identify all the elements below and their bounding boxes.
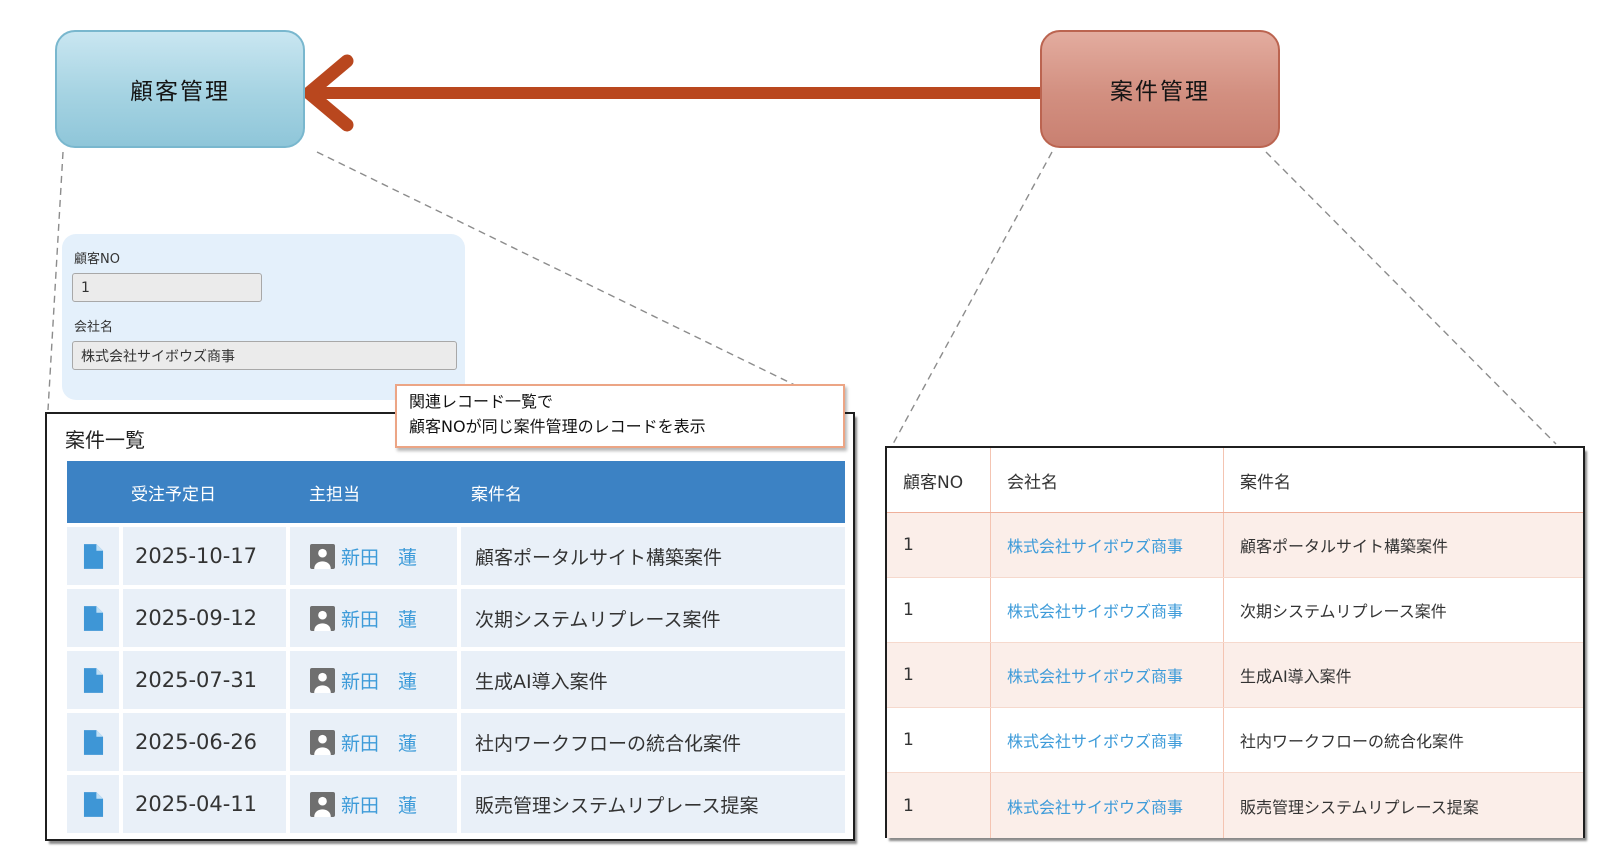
company-link[interactable]: 株式会社サイボウズ商事 [1007,667,1184,686]
assignee-column-header: 主担当 [309,484,360,505]
order-date-cell: 2025-04-11 [123,775,286,833]
case-name-column-header: 案件名 [1240,472,1291,493]
customer-record-form: 顧客NO 会社名 [62,234,465,400]
file-icon [83,667,103,693]
company-link[interactable]: 株式会社サイボウズ商事 [1007,537,1184,556]
connector-dashed-line [47,151,64,411]
open-record-button[interactable] [83,729,104,756]
user-icon [310,791,335,817]
customer-no-cell: 1 [887,773,991,838]
customer-no-cell: 1 [887,513,991,577]
company-name-label: 会社名 [74,320,114,335]
case-records-panel: 顧客NO 会社名 案件名 1 株式会社サイボウズ商事 顧客ポータルサイト構築案件… [885,446,1585,838]
user-icon [310,543,335,569]
assignee-link[interactable]: 新田 蓮 [341,732,418,755]
related-records-panel: 案件一覧 受注予定日 主担当 案件名 2025-10-17 新田 蓮 顧客ポータ… [45,412,855,841]
assignee-cell: 新田 蓮 [290,713,457,771]
customer-app-box: 顧客管理 [55,30,305,148]
callout-line-2: 顧客NOが同じ案件管理のレコードを表示 [409,416,706,436]
table-row: 1 株式会社サイボウズ商事 生成AI導入案件 [887,643,1583,708]
file-icon [83,791,103,817]
annotation-callout: 関連レコード一覧で 顧客NOが同じ案件管理のレコードを表示 [395,384,845,448]
order-date-cell: 2025-10-17 [123,527,286,585]
case-name-cell: 次期システムリプレース案件 [461,589,845,647]
case-name-cell: 販売管理システムリプレース提案 [461,775,845,833]
order-date-cell: 2025-09-12 [123,589,286,647]
user-icon [310,605,335,631]
customer-app-label: 顧客管理 [130,79,230,105]
open-record-button[interactable] [83,605,104,632]
customer-no-column-header: 顧客NO [887,448,991,512]
case-name-cell: 次期システムリプレース案件 [1240,602,1447,621]
case-name-cell: 社内ワークフローの統合化案件 [461,713,845,771]
assignee-cell: 新田 蓮 [290,651,457,709]
callout-line-1: 関連レコード一覧で [409,392,554,411]
table-row: 1 株式会社サイボウズ商事 販売管理システムリプレース提案 [887,773,1583,838]
file-icon [83,605,103,631]
table-header-row: 顧客NO 会社名 案件名 [887,448,1583,513]
table-row: 1 株式会社サイボウズ商事 社内ワークフローの統合化案件 [887,708,1583,773]
file-icon [83,543,103,569]
connector-dashed-line [1265,151,1557,445]
company-name-field[interactable] [72,341,457,370]
assignee-link[interactable]: 新田 蓮 [341,670,418,693]
related-records-table: 受注予定日 主担当 案件名 2025-10-17 新田 蓮 顧客ポータルサイト構… [67,461,845,833]
date-column-header: 受注予定日 [131,484,216,505]
file-icon [83,729,103,755]
assignee-link[interactable]: 新田 蓮 [341,794,418,817]
customer-no-cell: 1 [887,708,991,772]
case-app-label: 案件管理 [1110,79,1210,105]
table-row: 1 株式会社サイボウズ商事 次期システムリプレース案件 [887,578,1583,643]
table-row: 2025-04-11 新田 蓮 販売管理システムリプレース提案 [67,775,845,833]
user-icon [310,729,335,755]
case-name-cell: 販売管理システムリプレース提案 [1240,797,1479,817]
case-name-cell: 生成AI導入案件 [461,651,845,709]
table-row: 2025-06-26 新田 蓮 社内ワークフローの統合化案件 [67,713,845,771]
user-icon [310,667,335,693]
company-link[interactable]: 株式会社サイボウズ商事 [1007,602,1184,621]
case-name-cell: 社内ワークフローの統合化案件 [1240,732,1465,751]
case-name-cell: 顧客ポータルサイト構築案件 [1240,537,1449,556]
customer-no-label: 顧客NO [74,252,120,267]
case-name-cell: 生成AI導入案件 [1240,667,1352,686]
open-record-button[interactable] [83,791,104,818]
open-record-button[interactable] [83,667,104,694]
case-name-cell: 顧客ポータルサイト構築案件 [461,527,845,585]
assignee-link[interactable]: 新田 蓮 [341,546,418,569]
connector-dashed-line [892,151,1053,445]
company-link[interactable]: 株式会社サイボウズ商事 [1007,797,1184,817]
table-row: 2025-09-12 新田 蓮 次期システムリプレース案件 [67,589,845,647]
order-date-cell: 2025-06-26 [123,713,286,771]
related-records-title: 案件一覧 [65,428,145,452]
table-row: 2025-10-17 新田 蓮 顧客ポータルサイト構築案件 [67,527,845,585]
company-column-header: 会社名 [991,448,1224,512]
assignee-link[interactable]: 新田 蓮 [341,608,418,631]
connector-dashed-line [316,151,806,391]
table-row: 1 株式会社サイボウズ商事 顧客ポータルサイト構築案件 [887,513,1583,578]
table-row: 2025-07-31 新田 蓮 生成AI導入案件 [67,651,845,709]
case-app-box: 案件管理 [1040,30,1280,148]
customer-no-field[interactable] [72,273,262,302]
company-link[interactable]: 株式会社サイボウズ商事 [1007,732,1184,751]
order-date-cell: 2025-07-31 [123,651,286,709]
assignee-cell: 新田 蓮 [290,589,457,647]
assignee-cell: 新田 蓮 [290,527,457,585]
table-header-row: 受注予定日 主担当 案件名 [67,461,845,523]
assignee-cell: 新田 蓮 [290,775,457,833]
customer-no-cell: 1 [887,578,991,642]
case-name-column-header: 案件名 [471,484,522,505]
arrow-left-icon [302,54,1041,132]
customer-no-cell: 1 [887,643,991,707]
open-record-button[interactable] [83,543,104,570]
